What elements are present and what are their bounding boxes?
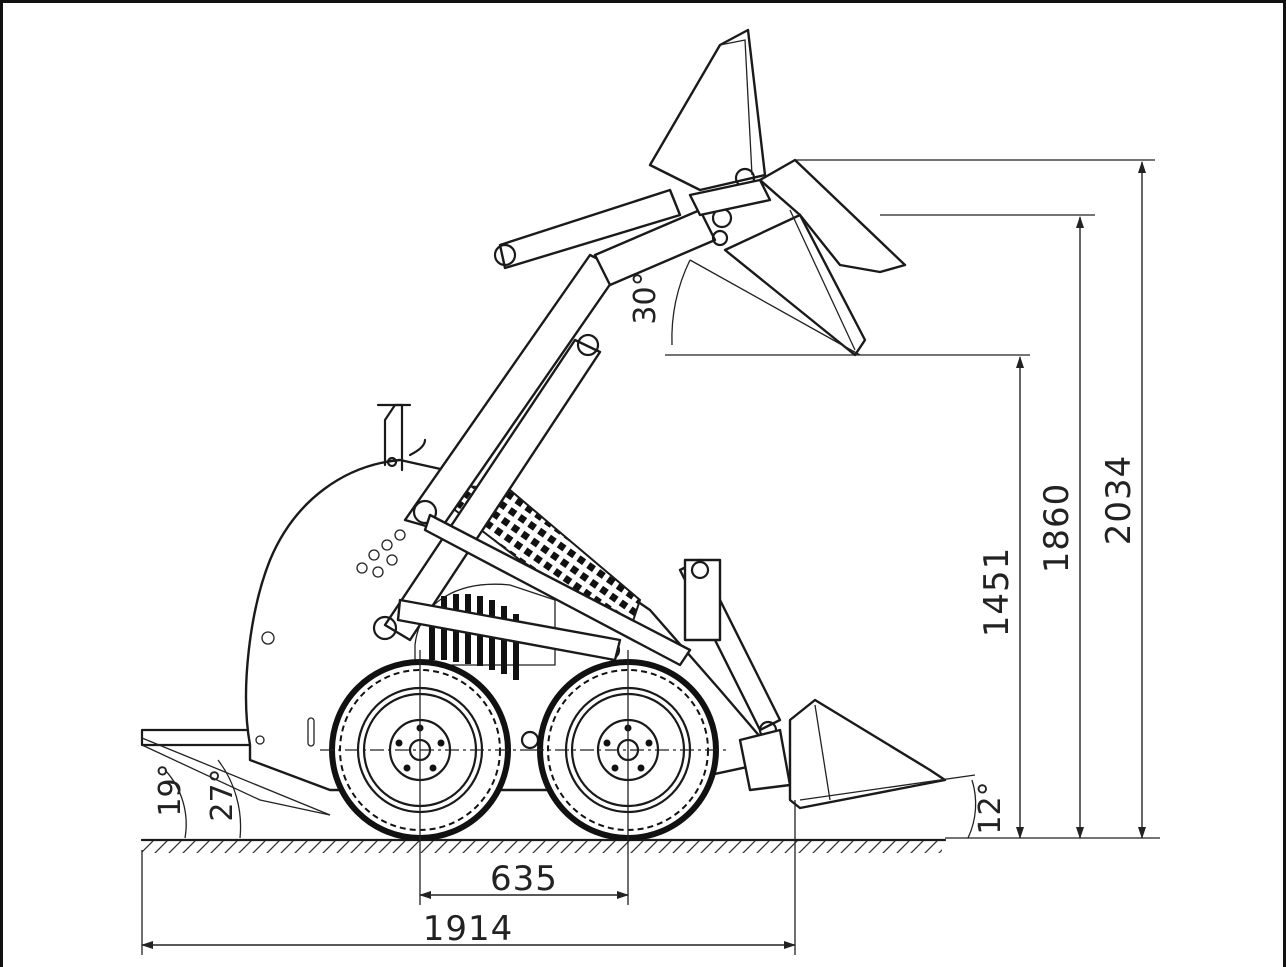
dim-hinge-height-label: 1451 bbox=[977, 547, 1017, 638]
dim-horizontal bbox=[141, 800, 796, 955]
bucket-raised bbox=[648, 28, 767, 192]
angle-12-label: 12° bbox=[973, 781, 1008, 834]
dim-overall-length-label: 1914 bbox=[423, 909, 514, 949]
angle-30-label: 30° bbox=[628, 271, 663, 324]
front-arm bbox=[678, 558, 792, 792]
dim-vertical bbox=[665, 159, 1160, 839]
control-lever bbox=[376, 403, 427, 472]
raised-pivots bbox=[688, 167, 772, 247]
dim-dump-height-label: 1860 bbox=[1037, 483, 1077, 574]
center-lines bbox=[320, 650, 730, 905]
dim-wheelbase-label: 635 bbox=[490, 859, 558, 899]
angle-27-label: 27° bbox=[205, 768, 240, 821]
ground bbox=[140, 838, 947, 853]
bucket-lowered bbox=[788, 698, 947, 810]
dim-overall-height-label: 2034 bbox=[1099, 455, 1139, 546]
angle-19-label: 19° bbox=[153, 763, 188, 816]
panel-dots bbox=[255, 529, 406, 747]
lift-arm bbox=[372, 188, 717, 750]
angle-arcs bbox=[141, 259, 977, 839]
